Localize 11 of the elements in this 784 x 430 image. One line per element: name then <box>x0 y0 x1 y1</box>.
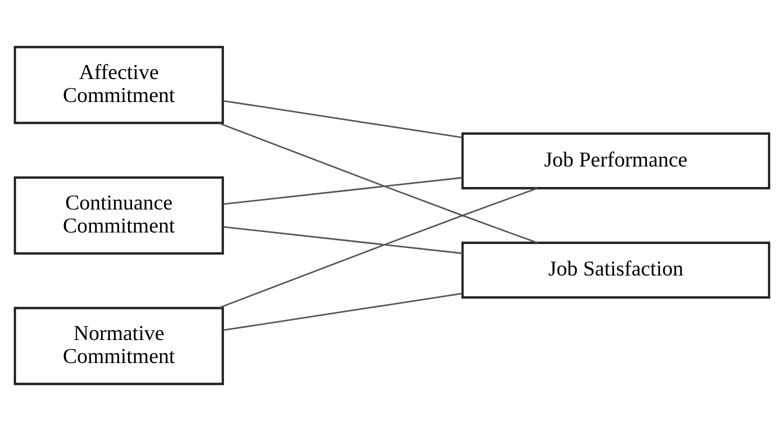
node-box: Continuance Commitment <box>14 176 224 254</box>
connector <box>218 122 538 243</box>
connector <box>223 176 462 204</box>
connector <box>223 100 462 138</box>
node-box: Affective Commitment <box>14 45 224 124</box>
node-box: Normative Commitment <box>14 306 224 385</box>
connector <box>218 187 538 308</box>
connector <box>223 226 462 254</box>
connector <box>223 292 462 330</box>
node-box: Job Satisfaction <box>461 241 770 298</box>
node-box: Job Performance <box>461 132 770 189</box>
